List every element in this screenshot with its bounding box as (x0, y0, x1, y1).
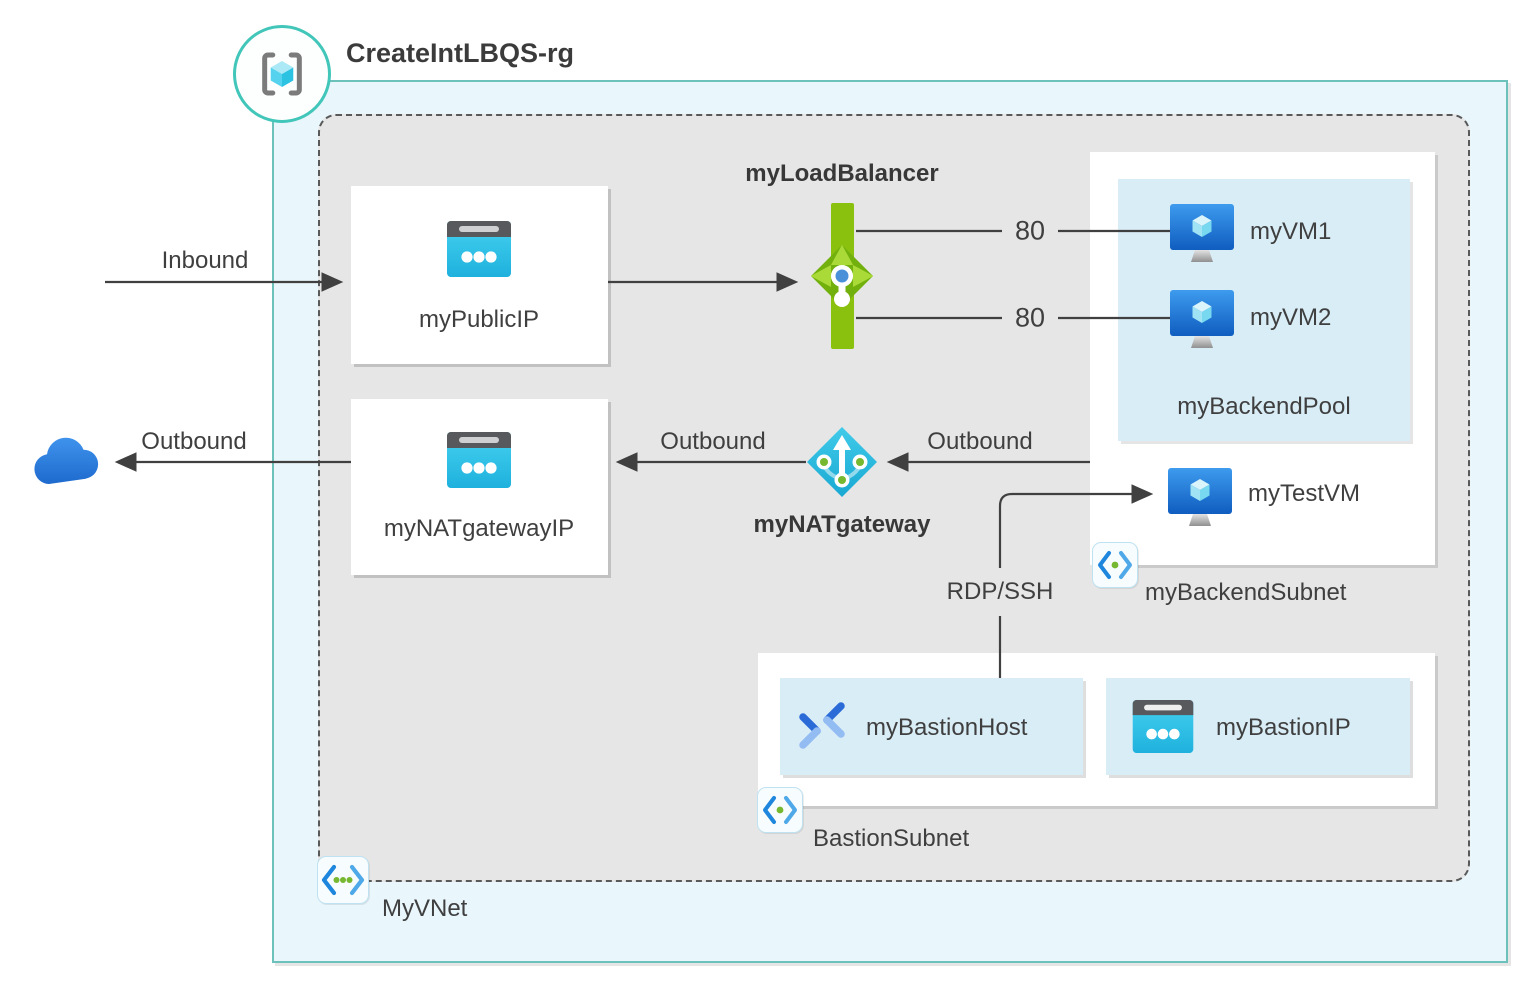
backend-subnet-icon (1092, 542, 1138, 588)
resource-group-icon (233, 25, 331, 123)
vm2-icon (1170, 290, 1234, 348)
bastion-host-label: myBastionHost (866, 714, 1028, 741)
inbound-label: Inbound (161, 247, 249, 274)
vm1-icon (1170, 204, 1234, 262)
test-vm-label: myTestVM (1248, 480, 1361, 507)
bastion-ip-icon (1132, 700, 1194, 753)
bastion-subnet-label: BastionSubnet (813, 825, 970, 852)
page-title: CreateIntLBQS-rg (346, 38, 575, 68)
outbound-internet-label: Outbound (141, 428, 247, 455)
vnet-label: MyVNet (382, 895, 468, 922)
backend-subnet-label: myBackendSubnet (1145, 579, 1347, 606)
backend-pool-box (1118, 179, 1410, 441)
backend-pool-label: myBackendPool (1177, 393, 1351, 420)
public-ip-label: myPublicIP (418, 306, 540, 333)
test-vm-icon (1168, 468, 1232, 526)
internet-cloud-icon (34, 437, 99, 484)
public-ip-icon (447, 221, 511, 277)
vm2-label: myVM2 (1250, 304, 1332, 331)
nat-gateway-label: myNATgateway (753, 511, 931, 538)
cube-in-brackets-icon (262, 52, 302, 96)
nat-gateway-ip-icon (447, 432, 511, 488)
nat-gateway-icon (807, 427, 877, 497)
bastion-subnet-icon (757, 787, 803, 833)
nat-gateway-ip-label: myNATgatewayIP (383, 515, 575, 542)
outbound-nat-label: Outbound (660, 428, 766, 455)
load-balancer-icon (810, 203, 874, 349)
vnet-icon (317, 856, 369, 904)
bastion-host-icon (799, 702, 845, 749)
vm1-label: myVM1 (1250, 218, 1332, 245)
bastion-ip-label: myBastionIP (1216, 714, 1351, 741)
port-80-top-label: 80 (1014, 215, 1046, 246)
load-balancer-label: myLoadBalancer (745, 160, 939, 187)
rdp-ssh-label: RDP/SSH (946, 578, 1054, 605)
port-80-bottom-label: 80 (1014, 302, 1046, 333)
outbound-subnet-label: Outbound (927, 428, 1033, 455)
